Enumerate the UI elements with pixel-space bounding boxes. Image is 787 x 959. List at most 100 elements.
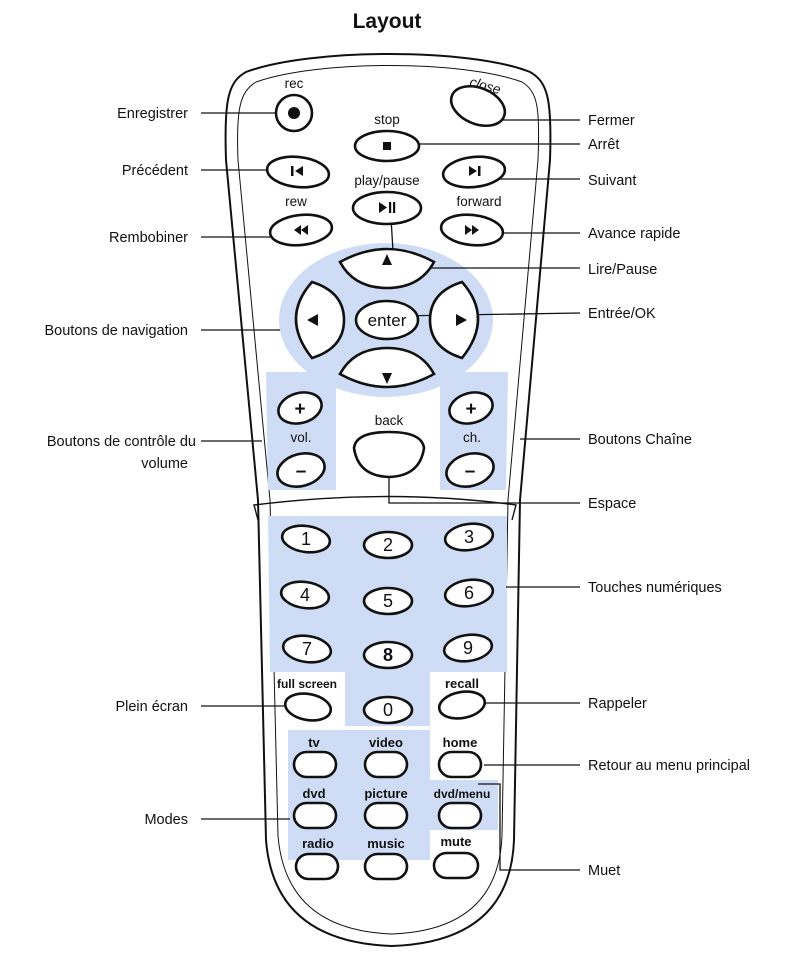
digit-4-button[interactable]: 4 (279, 579, 331, 611)
arrow-right-icon (456, 314, 467, 326)
home-label: home (443, 735, 478, 750)
mute-button[interactable] (432, 851, 480, 880)
play-pause-label: play/pause (354, 173, 419, 188)
label-plein-ecran: Plein écran (115, 699, 188, 715)
numeric-keypad: 1 2 3 4 5 6 7 8 (279, 521, 495, 725)
left-callouts: Enregistrer Précédent Rembobiner Boutons… (45, 106, 197, 828)
volume-controls: + vol. – (274, 388, 329, 491)
forward-label: forward (456, 194, 501, 209)
diagram-title: Layout (353, 10, 422, 33)
digit-7-label: 7 (302, 639, 312, 659)
digit-2-label: 2 (383, 535, 393, 555)
digit-0-button[interactable]: 0 (362, 695, 414, 725)
label-volume-line1: Boutons de contrôle du (47, 434, 196, 450)
nav-right-button[interactable] (428, 280, 480, 360)
play-pause-icon (379, 202, 396, 213)
digit-9-button[interactable]: 9 (442, 632, 494, 664)
video-label: video (369, 735, 403, 750)
rewind-button[interactable] (268, 212, 334, 248)
picture-button[interactable] (363, 801, 409, 830)
transport-controls: stop play/pause (265, 112, 507, 248)
line-muet (478, 783, 580, 871)
full-screen-group: full screen (277, 677, 337, 724)
home-button[interactable] (437, 750, 483, 779)
video-button[interactable] (363, 750, 409, 779)
music-label: music (367, 836, 405, 851)
label-lire-pause: Lire/Pause (588, 262, 657, 278)
mode-buttons: tv video home dvd picture dvd/menu radio… (292, 735, 491, 881)
radio-label: radio (302, 836, 334, 851)
digit-6-button[interactable]: 6 (443, 577, 495, 609)
label-precedent: Précédent (122, 163, 188, 179)
play-pause-button[interactable] (351, 190, 423, 226)
tv-button[interactable] (292, 750, 338, 779)
label-fermer: Fermer (588, 113, 635, 129)
recall-label: recall (445, 676, 479, 691)
label-numeriques: Touches numériques (588, 580, 722, 596)
digit-8-label: 8 (383, 645, 393, 665)
nav-up-button[interactable] (338, 247, 436, 290)
label-rembobiner: Rembobiner (109, 230, 188, 246)
nav-down-button[interactable] (338, 346, 436, 389)
channel-controls: + ch. – (443, 388, 498, 491)
rec-button[interactable] (274, 93, 314, 133)
vol-label: vol. (290, 430, 311, 445)
digit-2-button[interactable]: 2 (362, 530, 414, 560)
picture-label: picture (364, 786, 407, 801)
full-screen-button[interactable] (283, 690, 333, 724)
stop-icon (383, 142, 391, 150)
volume-down-button[interactable]: – (274, 448, 329, 491)
line-espace (388, 476, 580, 504)
recall-group: recall (437, 676, 487, 722)
label-modes: Modes (144, 812, 188, 828)
channel-up-button[interactable]: + (446, 388, 496, 428)
back-group: back (352, 413, 426, 479)
label-arret: Arrêt (588, 137, 619, 153)
label-espace: Espace (588, 496, 636, 512)
next-button[interactable] (441, 154, 507, 190)
dvd-button[interactable] (292, 801, 338, 830)
digit-1-label: 1 (301, 529, 311, 549)
digit-3-button[interactable]: 3 (443, 521, 495, 553)
digit-5-button[interactable]: 5 (362, 586, 414, 616)
digit-4-label: 4 (300, 585, 310, 605)
fast-forward-button[interactable] (439, 212, 505, 248)
label-entree-ok: Entrée/OK (588, 306, 656, 322)
plus-icon: + (465, 399, 476, 420)
dvd-menu-label: dvd/menu (434, 787, 491, 801)
line-entree-ok (395, 312, 581, 317)
label-navigation: Boutons de navigation (45, 323, 189, 339)
minus-icon: – (296, 461, 307, 482)
nav-left-button[interactable] (294, 280, 346, 360)
fast-forward-icon (465, 225, 479, 235)
digit-1-button[interactable]: 1 (280, 523, 332, 555)
enter-button[interactable]: enter (354, 299, 420, 341)
channel-down-button[interactable]: – (443, 448, 498, 491)
minus-icon: – (465, 461, 476, 482)
label-avance-rapide: Avance rapide (588, 226, 680, 242)
music-button[interactable] (363, 852, 409, 881)
digit-6-label: 6 (464, 583, 474, 603)
label-chaine: Boutons Chaîne (588, 432, 692, 448)
stop-button[interactable] (353, 129, 421, 163)
digit-8-button[interactable]: 8 (362, 640, 414, 670)
digit-5-label: 5 (383, 591, 393, 611)
back-button[interactable] (352, 430, 426, 479)
digit-3-label: 3 (464, 527, 474, 547)
tv-label: tv (308, 735, 320, 750)
mute-label: mute (440, 834, 471, 849)
volume-up-button[interactable]: + (275, 388, 325, 428)
digit-7-button[interactable]: 7 (281, 633, 333, 665)
radio-button[interactable] (294, 852, 340, 881)
arrow-left-icon (307, 314, 318, 326)
back-label: back (375, 413, 404, 428)
label-retour-menu: Retour au menu principal (588, 758, 750, 774)
label-suivant: Suivant (588, 173, 636, 189)
record-dot-icon (288, 107, 300, 119)
recall-button[interactable] (437, 688, 487, 722)
previous-button[interactable] (265, 154, 331, 190)
numeric-highlight (268, 516, 507, 726)
dvd-menu-button[interactable] (437, 801, 483, 830)
close-button[interactable] (445, 79, 510, 133)
